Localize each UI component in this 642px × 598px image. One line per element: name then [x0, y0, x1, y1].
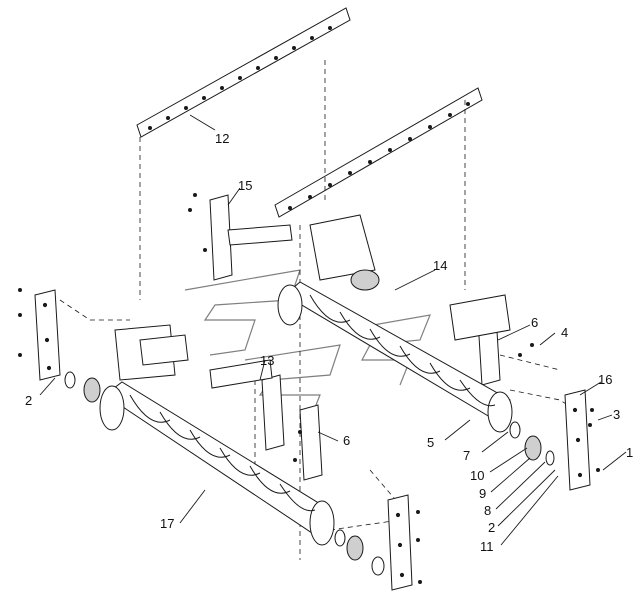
flat-bar-12 — [136, 7, 351, 138]
callout-7: 7 — [463, 448, 470, 463]
roller-17 — [99, 381, 335, 546]
bolts — [18, 193, 600, 584]
callout-2-lower: 2 — [488, 520, 495, 535]
bearing-set-right — [509, 421, 555, 466]
bearing-set-lower — [334, 529, 385, 576]
left-channel-bracket — [114, 324, 189, 381]
callout-9: 9 — [479, 486, 486, 501]
callout-4: 4 — [561, 325, 568, 340]
callout-1: 1 — [626, 445, 633, 460]
callout-2-left: 2 — [25, 393, 32, 408]
callout-15: 15 — [238, 178, 252, 193]
bearing-set-left — [64, 371, 101, 403]
leader-lines — [39, 114, 627, 546]
bracket-13 — [209, 359, 285, 451]
callout-5: 5 — [427, 435, 434, 450]
left-side-plate — [34, 289, 61, 381]
callout-6-lower: 6 — [343, 433, 350, 448]
callout-3: 3 — [613, 407, 620, 422]
bracket-15 — [209, 194, 293, 281]
roller-5 — [277, 281, 513, 433]
callout-13: 13 — [260, 353, 274, 368]
lower-side-plate — [387, 494, 413, 591]
callout-12: 12 — [215, 131, 229, 146]
cast-mount-14 — [309, 214, 511, 341]
callout-10: 10 — [470, 468, 484, 483]
callout-14: 14 — [433, 258, 447, 273]
right-side-plate-16 — [564, 389, 591, 491]
callout-6-upper: 6 — [531, 315, 538, 330]
callout-11: 11 — [480, 539, 494, 554]
callout-16: 16 — [598, 372, 612, 387]
callout-8: 8 — [484, 503, 491, 518]
callout-17: 17 — [160, 516, 174, 531]
flat-bar-lower — [274, 87, 483, 218]
bracket-6-lower — [299, 404, 323, 481]
